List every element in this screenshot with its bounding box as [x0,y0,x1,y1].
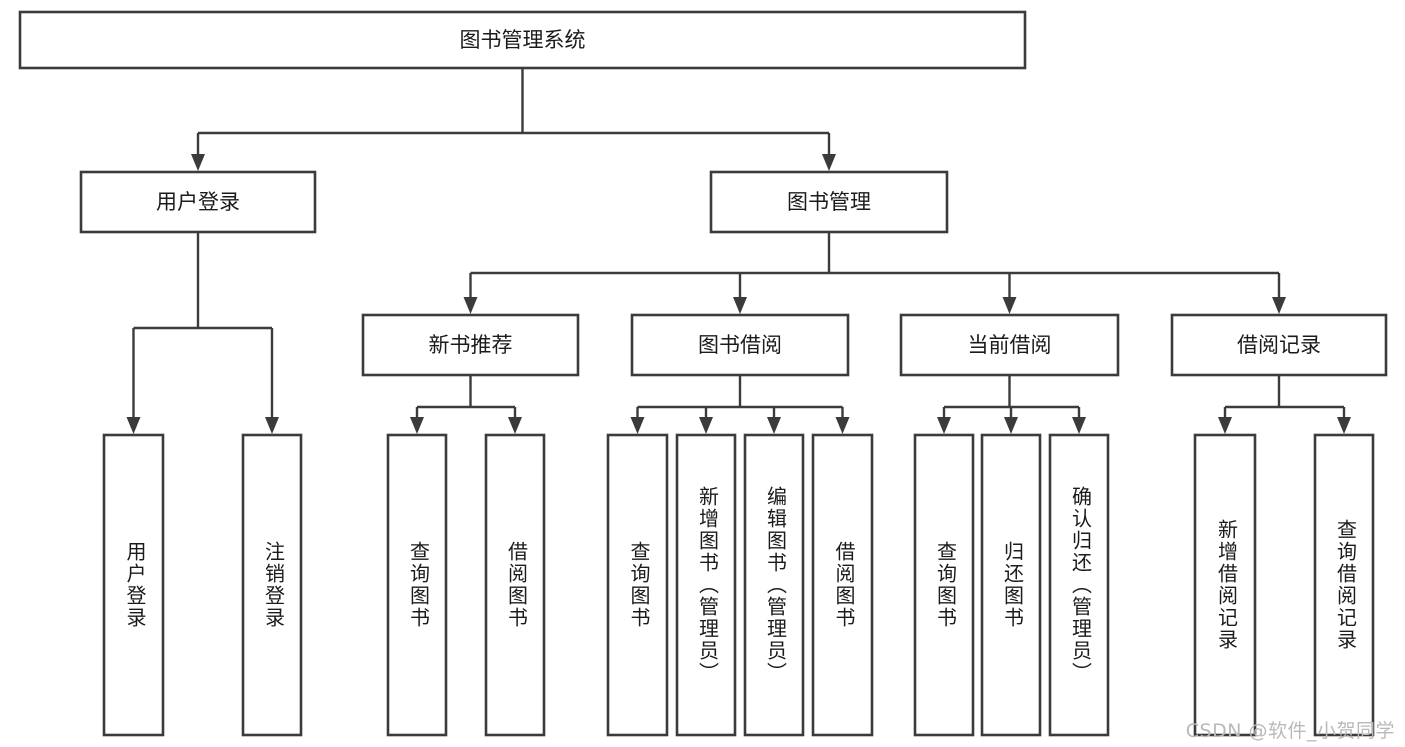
node-box-leaf-confirm-return [1048,433,1110,737]
node-label-leaf-return-book: 归还图书 [1001,541,1025,629]
edge-group-user-login [126,232,279,434]
arrow-head-icon [937,417,951,434]
node-label-leaf-query-book-cur: 查询图书 [934,541,958,629]
node-root[interactable]: 图书管理系统 [18,10,1027,70]
node-box-leaf-borrow-book-rec [484,433,546,737]
arrow-head-icon [1337,417,1351,434]
edge-group-root [191,68,836,171]
node-label-leaf-confirm-return: 确认归还（管理员） [1069,486,1093,684]
node-new-book-recommend[interactable]: 新书推荐 [361,313,580,377]
arrow-head-icon [463,297,478,314]
node-label-leaf-borrow-book-rec: 借阅图书 [505,541,529,629]
arrow-head-icon [699,417,713,434]
node-label-root: 图书管理系统 [460,28,586,52]
node-leaf-query-book-rec[interactable]: 查询图书 [386,433,448,737]
node-box-leaf-user-login [102,433,165,737]
node-leaf-query-book-cur[interactable]: 查询图书 [913,433,975,737]
arrow-head-icon [508,417,522,434]
edge-group-new-book-recommend [410,375,522,434]
node-leaf-user-logout[interactable]: 注销登录 [241,433,303,737]
node-label-borrow-record: 借阅记录 [1237,333,1321,357]
node-label-leaf-add-record: 新增借阅记录 [1215,519,1239,651]
node-leaf-add-record[interactable]: 新增借阅记录 [1193,433,1257,737]
node-box-leaf-query-record [1313,433,1375,737]
node-label-leaf-edit-book: 编辑图书（管理员） [764,486,788,684]
node-leaf-user-login[interactable]: 用户登录 [102,433,165,737]
node-box-leaf-query-book-cur [913,433,975,737]
node-box-root [18,10,1027,70]
nodes-layer: 图书管理系统用户登录图书管理新书推荐图书借阅当前借阅借阅记录用户登录注销登录查询… [18,10,1388,737]
arrow-head-icon [1004,417,1018,434]
node-label-leaf-query-record: 查询借阅记录 [1334,519,1358,651]
node-box-leaf-return-book [980,433,1042,737]
node-label-leaf-query-book-bor: 查询图书 [627,541,651,629]
arrow-head-icon [767,417,781,434]
node-book-manage[interactable]: 图书管理 [709,170,949,234]
node-label-leaf-add-book: 新增图书（管理员） [696,486,720,684]
node-leaf-confirm-return[interactable]: 确认归还（管理员） [1048,433,1110,737]
edge-group-borrow-record [1218,375,1351,434]
node-box-user-login [79,170,317,234]
arrow-head-icon [410,417,424,434]
node-label-user-login: 用户登录 [156,190,240,214]
edge-group-current-borrow [937,375,1086,434]
node-box-book-borrow [630,313,850,377]
node-label-current-borrow: 当前借阅 [968,333,1052,357]
node-label-new-book-recommend: 新书推荐 [429,333,513,357]
edge-group-book-borrow [630,375,850,434]
node-box-borrow-record [1170,313,1388,377]
arrow-head-icon [1218,417,1232,434]
arrow-head-icon [1002,297,1017,314]
node-leaf-return-book[interactable]: 归还图书 [980,433,1042,737]
node-leaf-query-record[interactable]: 查询借阅记录 [1313,433,1375,737]
arrow-head-icon [630,417,645,434]
node-box-leaf-query-book-rec [386,433,448,737]
node-box-leaf-add-record [1193,433,1257,737]
node-box-leaf-query-book-bor [606,433,669,737]
node-leaf-borrow-book[interactable]: 借阅图书 [811,433,874,737]
arrow-head-icon [1072,417,1086,434]
node-current-borrow[interactable]: 当前借阅 [899,313,1120,377]
arrow-head-icon [265,417,279,434]
node-label-leaf-user-logout: 注销登录 [262,541,286,629]
arrow-head-icon [835,417,850,434]
edge-group-book-manage [463,232,1286,314]
node-label-book-borrow: 图书借阅 [698,333,782,357]
node-box-leaf-add-book [675,433,737,737]
arrow-head-icon [1272,297,1286,314]
arrow-head-icon [191,154,205,171]
node-leaf-add-book[interactable]: 新增图书（管理员） [675,433,737,737]
node-borrow-record[interactable]: 借阅记录 [1170,313,1388,377]
node-label-book-manage: 图书管理 [787,190,871,214]
arrow-head-icon [733,297,747,314]
node-leaf-borrow-book-rec[interactable]: 借阅图书 [484,433,546,737]
node-book-borrow[interactable]: 图书借阅 [630,313,850,377]
arrow-head-icon [822,154,836,171]
node-box-book-manage [709,170,949,234]
node-label-leaf-borrow-book: 借阅图书 [832,541,856,629]
node-leaf-query-book-bor[interactable]: 查询图书 [606,433,669,737]
watermark: CSDN @软件_小贺同学 [1185,720,1395,742]
node-box-new-book-recommend [361,313,580,377]
node-label-leaf-query-book-rec: 查询图书 [407,541,431,629]
node-user-login[interactable]: 用户登录 [79,170,317,234]
node-label-leaf-user-login: 用户登录 [123,541,147,629]
node-leaf-edit-book[interactable]: 编辑图书（管理员） [743,433,805,737]
node-box-current-borrow [899,313,1120,377]
node-box-leaf-edit-book [743,433,805,737]
arrow-head-icon [126,417,141,434]
node-box-leaf-user-logout [241,433,303,737]
node-box-leaf-borrow-book [811,433,874,737]
connectors-layer [126,68,1351,434]
